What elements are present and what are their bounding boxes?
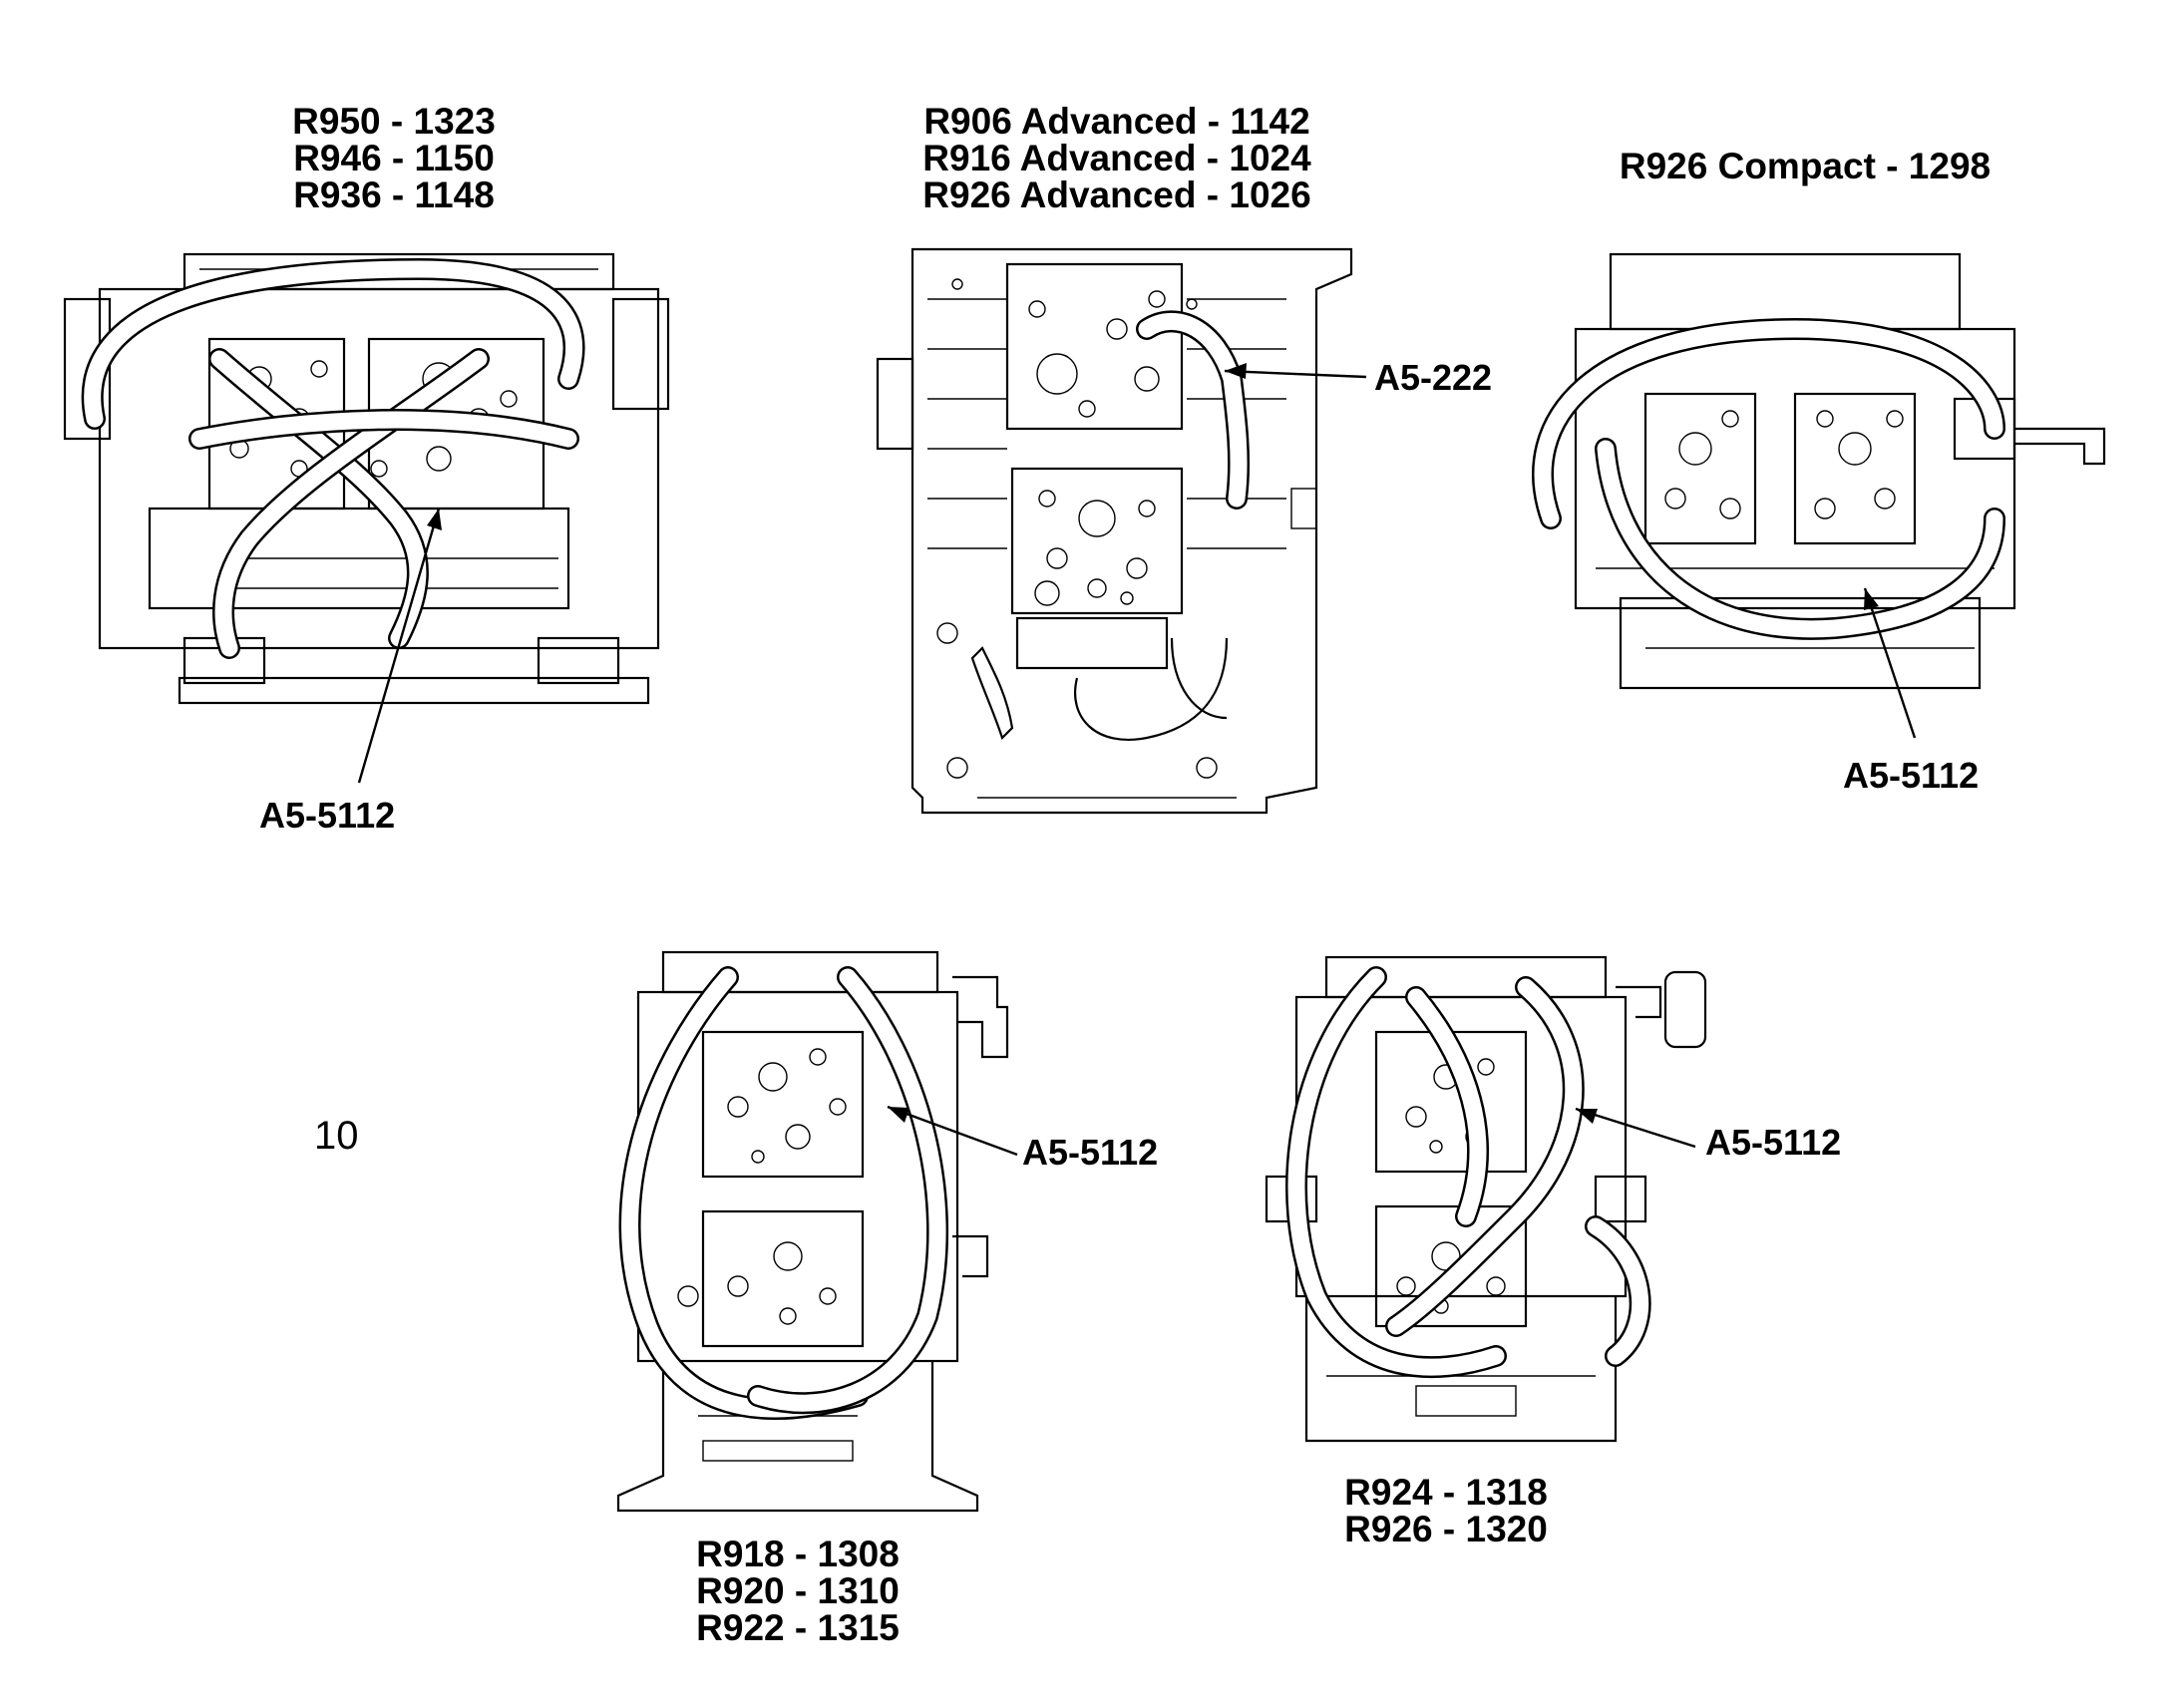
view-2-valve-assembly xyxy=(876,247,1353,815)
view-3-model-labels: R926 Compact - 1298 xyxy=(1596,148,2014,184)
view-3-label-1: R926 Compact - 1298 xyxy=(1619,146,1992,186)
callout-arrows xyxy=(357,363,1917,1157)
view-1-label-3: R936 - 1148 xyxy=(293,174,495,215)
view-4-valve-assembly xyxy=(616,950,1009,1513)
arrowhead-view-4 xyxy=(888,1107,909,1123)
view-3-valve-assembly xyxy=(1532,252,2106,690)
view-4-model-labels: R918 - 1308 R920 - 1310 R922 - 1315 xyxy=(648,1536,947,1646)
callout-arrow-view-1 xyxy=(357,508,441,784)
view-4-label-1: R918 - 1308 xyxy=(696,1534,900,1574)
view-4-label-3: R922 - 1315 xyxy=(696,1607,900,1648)
view-5-label-2: R926 - 1320 xyxy=(1344,1509,1548,1549)
callout-arrow-view-4 xyxy=(887,1105,1018,1157)
view-4-callout-part: A5-5112 xyxy=(1022,1132,1159,1173)
view-3-callout-part: A5-5112 xyxy=(1843,755,1980,796)
arrowhead-view-5 xyxy=(1576,1109,1598,1124)
view-1-label-2: R946 - 1150 xyxy=(293,138,495,178)
arrowhead-view-1 xyxy=(427,509,442,530)
arrowhead-view-3 xyxy=(1864,588,1879,610)
view-1-valve-assembly xyxy=(63,252,670,705)
view-1-callout-part: A5-5112 xyxy=(259,795,396,836)
view-5-callout-part: A5-5112 xyxy=(1705,1122,1842,1163)
view-5-valve-assembly xyxy=(1265,955,1707,1443)
view-2-model-labels: R906 Advanced - 1142 R916 Advanced - 102… xyxy=(908,103,1326,213)
view-5-model-labels: R924 - 1318 R926 - 1320 xyxy=(1296,1474,1596,1547)
view-1-label-1: R950 - 1323 xyxy=(292,101,496,142)
view-5-label-1: R924 - 1318 xyxy=(1344,1472,1548,1513)
view-4-label-2: R920 - 1310 xyxy=(696,1570,900,1611)
callout-arrow-view-2 xyxy=(1224,369,1367,379)
view-1-model-labels: R950 - 1323 R946 - 1150 R936 - 1148 xyxy=(259,103,529,213)
view-2-label-3: R926 Advanced - 1026 xyxy=(922,174,1311,215)
callout-arrow-view-3 xyxy=(1863,587,1917,739)
callout-arrow-view-5 xyxy=(1575,1107,1696,1149)
page-number: 10 xyxy=(314,1114,359,1158)
view-2-label-1: R906 Advanced - 1142 xyxy=(923,101,1310,142)
view-2-callout-part: A5-222 xyxy=(1374,357,1493,398)
arrowhead-view-2 xyxy=(1225,363,1247,379)
view-2-label-2: R916 Advanced - 1024 xyxy=(922,138,1311,178)
